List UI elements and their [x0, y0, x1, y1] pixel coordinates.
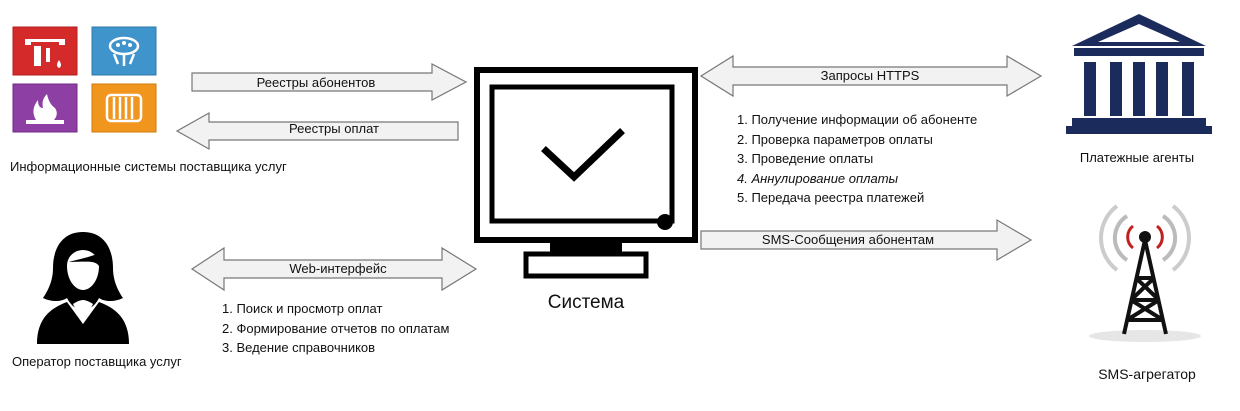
- label-subscriber-registers: Реестры абонентов: [256, 75, 376, 90]
- gas-stove-icon: [12, 26, 78, 76]
- arrow-sms-messages: [700, 218, 1033, 262]
- label-sms-messages: SMS-Сообщения абонентам: [761, 232, 935, 247]
- arrow-subscriber-registers: [191, 63, 468, 101]
- label-https-requests: Запросы HTTPS: [820, 68, 920, 83]
- list-item: 1. Получение информации об абоненте: [737, 112, 978, 127]
- list-item: 2. Проверка параметров оплаты: [737, 131, 933, 147]
- agent-steps-list: 1. Получение информации об абоненте 2. П…: [737, 110, 977, 208]
- arrow-web-interface: [190, 246, 478, 292]
- agents-label: Платежные агенты: [1079, 150, 1195, 165]
- list-item: 3. Ведение справочников: [222, 340, 376, 355]
- person-icon: [37, 232, 129, 344]
- monitor-check-icon: [474, 67, 698, 279]
- provider-label: Информационные системы поставщика услуг: [10, 159, 287, 174]
- list-item: 5. Передача реестра платежей: [737, 190, 925, 205]
- water-icon: [91, 26, 157, 76]
- provider-icons: [12, 26, 157, 133]
- list-item: 2. Формирование отчетов по оплатам: [222, 320, 450, 336]
- label-web-interface: Web-интерфейс: [289, 261, 387, 276]
- arrow-https-requests: [699, 54, 1043, 98]
- list-item: 3. Проведение оплаты: [737, 151, 874, 166]
- web-steps-list: 1. Поиск и просмотр оплат 2. Формировани…: [222, 299, 449, 358]
- operator-label: Оператор поставщика услуг: [12, 354, 182, 369]
- list-item: 4. Аннулирование оплаты: [737, 170, 899, 186]
- list-item: 1. Поиск и просмотр оплат: [222, 301, 383, 316]
- antenna-tower-icon: [1089, 204, 1201, 342]
- radiator-icon: [91, 83, 157, 133]
- arrow-payment-registers: [175, 111, 459, 151]
- label-payment-registers: Реестры оплат: [289, 121, 379, 136]
- bank-icon: [1066, 14, 1212, 134]
- system-label: Система: [547, 292, 625, 313]
- sms-label: SMS-агрегатор: [1098, 366, 1196, 382]
- gas-flame-icon: [12, 83, 78, 133]
